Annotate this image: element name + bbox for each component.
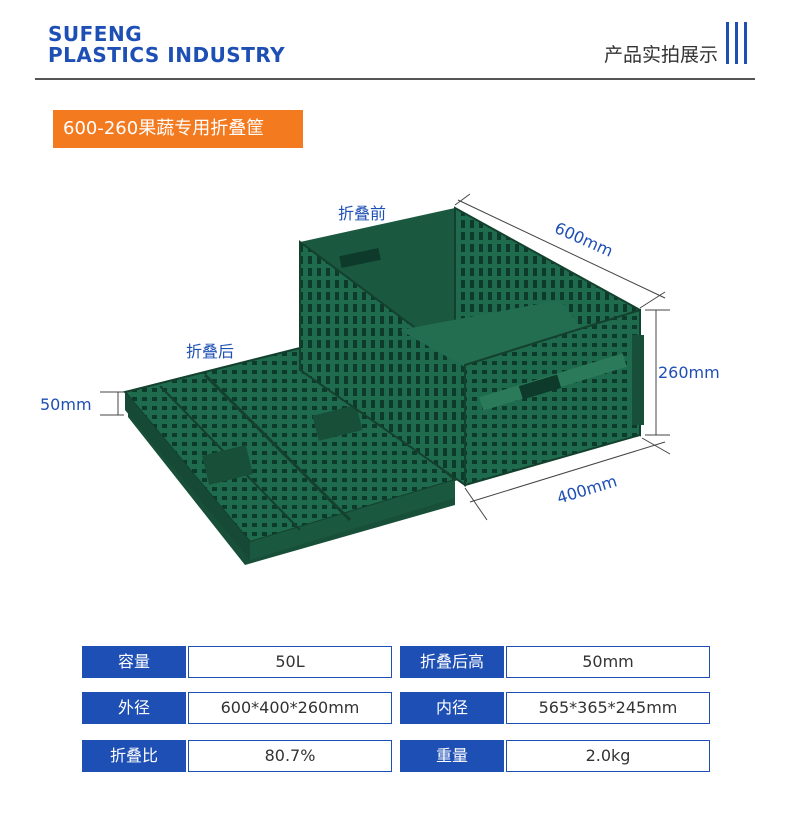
brand-name-line2: PLASTICS INDUSTRY: [48, 43, 286, 67]
spec-row: 折叠比 80.7% 重量 2.0kg: [82, 740, 710, 772]
spec-row: 容量 50L 折叠后高 50mm: [82, 646, 710, 678]
spec-row: 外径 600*400*260mm 内径 565*365*245mm: [82, 692, 710, 724]
label-folded-height: 50mm: [40, 395, 92, 414]
spec-value: 2.0kg: [506, 740, 710, 772]
label-height: 260mm: [658, 363, 720, 382]
dimension-lines: [100, 193, 671, 521]
unfolded-crate: [299, 206, 644, 487]
crate-illustration: [100, 193, 671, 565]
spec-value: 600*400*260mm: [188, 692, 392, 724]
product-photo: 折叠前 折叠后 600mm 260mm 400mm 50mm: [0, 170, 790, 590]
spec-label: 内径: [400, 692, 504, 724]
product-title-badge: 600-260果蔬专用折叠筐: [53, 110, 303, 148]
spec-value: 50L: [188, 646, 392, 678]
spec-value: 50mm: [506, 646, 710, 678]
spec-value: 565*365*245mm: [506, 692, 710, 724]
page-section-title: 产品实拍展示: [603, 44, 718, 66]
spec-value: 80.7%: [188, 740, 392, 772]
spec-label: 折叠比: [82, 740, 186, 772]
label-before-fold: 折叠前: [338, 204, 387, 223]
spec-label: 外径: [82, 692, 186, 724]
spec-label: 折叠后高: [400, 646, 504, 678]
spec-label: 容量: [82, 646, 186, 678]
spec-label: 重量: [400, 740, 504, 772]
header-divider: [35, 78, 755, 80]
brand-name-line1: SUFENG: [48, 22, 143, 46]
folded-crate: [123, 346, 458, 565]
label-after-fold: 折叠后: [186, 342, 235, 361]
brand-logo: SUFENG PLASTICS INDUSTRY: [48, 24, 285, 66]
decorative-bars-icon: [726, 22, 750, 64]
